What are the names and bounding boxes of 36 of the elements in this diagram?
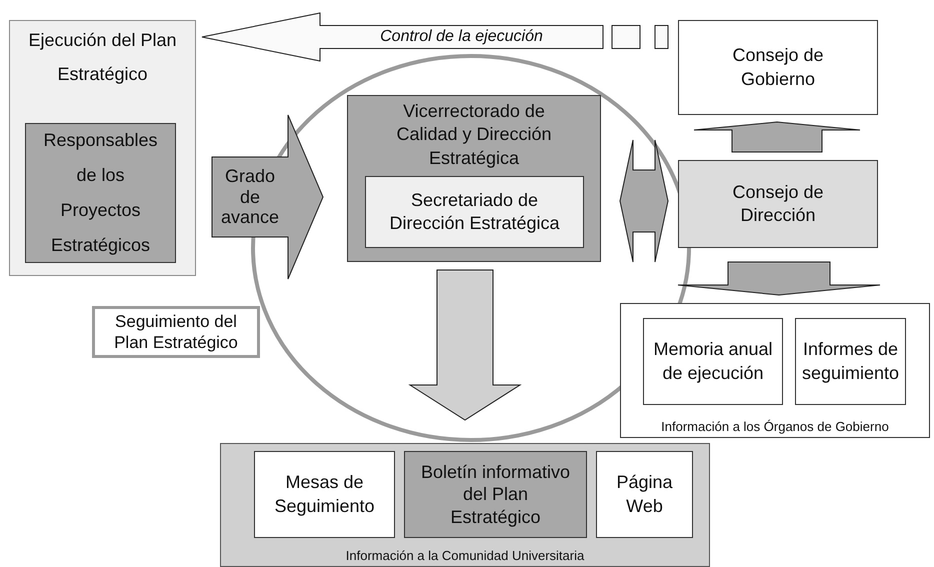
edge-label: Control de la ejecución — [380, 28, 543, 46]
box-label: Consejo de Dirección — [731, 180, 825, 227]
box-label: Responsables de los Proyectos Estratégicos — [42, 128, 159, 258]
edge-label: Grado de avance — [220, 166, 280, 228]
process-box — [643, 318, 783, 405]
box-caption: Información a los Órganos de Gobierno — [660, 419, 890, 435]
group-box — [347, 95, 601, 262]
block-arrow — [212, 114, 324, 280]
block-arrow — [694, 122, 860, 152]
box-label: Mesas de Seguimiento — [273, 471, 376, 518]
block-arrow — [678, 262, 880, 296]
box-label: Memoria anual de ejecución — [652, 338, 774, 385]
group-box — [620, 303, 930, 438]
box-label: Secretariado de Dirección Estratégica — [388, 188, 561, 235]
block-arrow — [619, 140, 669, 262]
box-label: Seguimiento del Plan Estratégico — [113, 310, 239, 354]
process-box — [92, 306, 260, 358]
block-arrow — [202, 12, 604, 62]
box-label: Boletín informativo del Plan Estratégico — [420, 460, 572, 528]
process-box — [404, 451, 587, 538]
process-box — [25, 123, 176, 263]
process-box — [254, 451, 395, 538]
box-label: Informes de seguimiento — [800, 338, 900, 385]
group-box — [9, 20, 196, 276]
box-label: Ejecución del Plan Estratégico — [27, 29, 178, 86]
process-box — [678, 160, 878, 248]
box-label: Consejo de Gobierno — [731, 44, 825, 90]
box-caption: Información a la Comunidad Universitaria — [344, 548, 586, 564]
block-arrow — [408, 270, 522, 421]
process-box — [678, 20, 878, 115]
process-box — [365, 176, 584, 248]
process-box — [596, 451, 693, 538]
process-box — [795, 318, 906, 405]
group-box — [220, 443, 710, 567]
box-label: Vicerrectorado de Calidad y Dirección Estratégica — [395, 100, 553, 170]
box-label: Página Web — [615, 471, 674, 518]
